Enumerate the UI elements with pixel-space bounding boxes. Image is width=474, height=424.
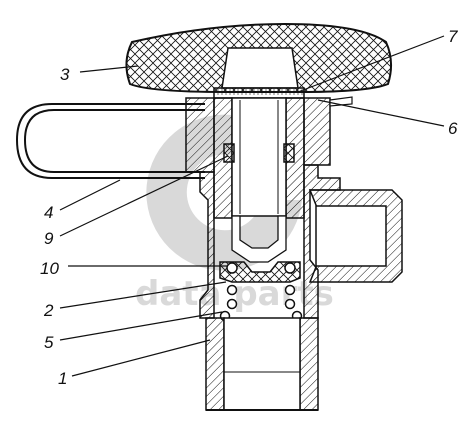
callout-9: 9 <box>44 229 54 248</box>
side-outlet <box>308 189 403 283</box>
leader-6 <box>317 99 445 127</box>
callout-2: 2 <box>43 301 54 320</box>
top-seal <box>213 87 305 99</box>
leader-9 <box>59 155 229 237</box>
callout-5: 5 <box>44 333 54 352</box>
leader-5 <box>59 311 223 341</box>
leader-7 <box>297 35 445 93</box>
leader-3 <box>79 65 139 73</box>
valve-seat <box>219 261 301 283</box>
o-rings <box>223 143 295 163</box>
callout-10: 10 <box>40 259 59 278</box>
callout-1: 1 <box>58 369 67 388</box>
callout-4: 4 <box>44 203 53 222</box>
callout-7: 7 <box>448 27 458 46</box>
leader-4 <box>59 179 121 211</box>
lower-neck <box>205 317 319 411</box>
callout-3: 3 <box>60 65 70 84</box>
wire-handle-loop <box>15 103 205 179</box>
leader-2 <box>59 281 227 309</box>
leader-lines <box>59 35 445 377</box>
leader-1 <box>71 339 211 377</box>
callout-6: 6 <box>448 119 458 138</box>
cap-knob-recess <box>221 47 299 89</box>
cap-knob <box>125 22 392 93</box>
callout-labels: 3 7 6 4 9 10 2 5 1 <box>40 27 458 388</box>
